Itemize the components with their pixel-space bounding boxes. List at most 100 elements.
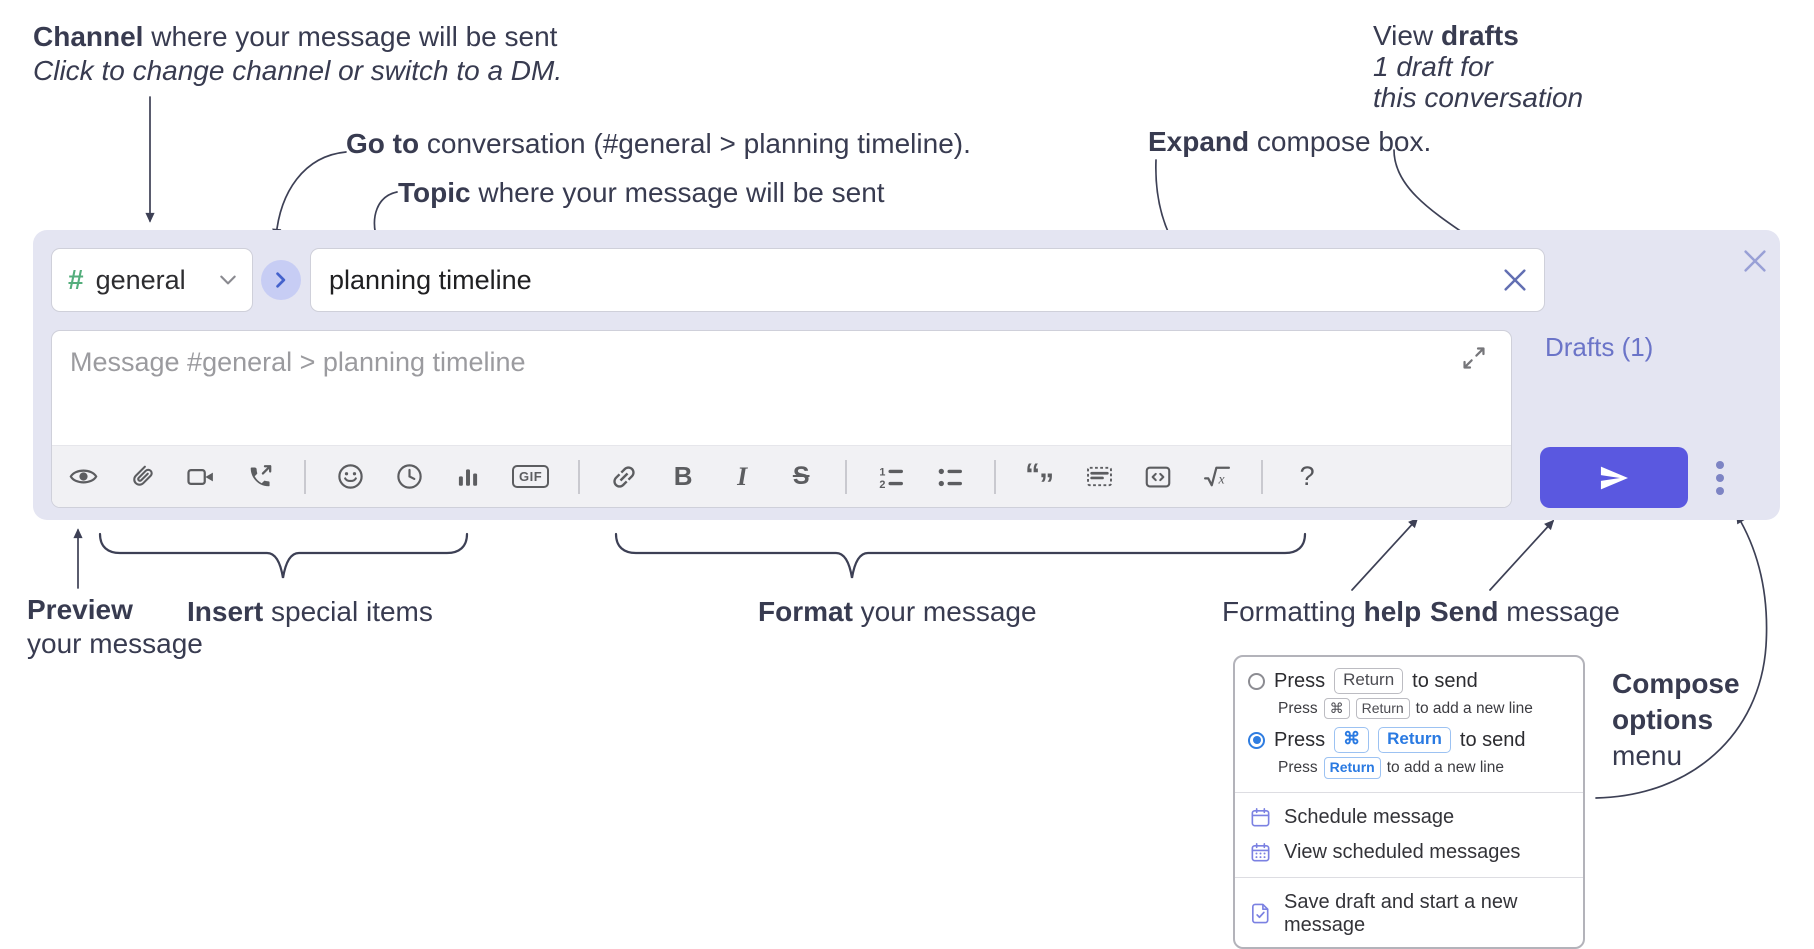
calendar-icon: [1251, 807, 1270, 827]
formatting-help-button[interactable]: ?: [1292, 461, 1322, 492]
strikethrough-icon: S: [792, 462, 810, 490]
annotation-send: Send message: [1430, 596, 1620, 627]
voice-call-button[interactable]: [245, 462, 275, 492]
italic-icon: I: [737, 461, 748, 491]
annotation-view-drafts: View drafts 1 draft for this conversatio…: [1373, 20, 1584, 113]
gif-button[interactable]: GIF: [512, 462, 550, 492]
numbered-list-icon: 1 2: [879, 466, 903, 491]
return-key: Return: [1355, 698, 1410, 720]
return-key: Return: [1323, 757, 1381, 779]
preview-button[interactable]: [68, 462, 98, 492]
annotation-compose-options: Compose options menu: [1612, 668, 1740, 771]
toolbar-divider: [304, 459, 306, 494]
compose-box: # general: [33, 230, 1780, 520]
link-icon: [613, 465, 635, 488]
channel-selector-button[interactable]: # general: [51, 248, 253, 312]
link-button[interactable]: [609, 462, 639, 492]
smiley-icon: [337, 464, 363, 489]
code-button[interactable]: [1143, 462, 1173, 492]
go-to-conversation-button[interactable]: [261, 260, 301, 300]
bold-button[interactable]: B: [668, 461, 698, 492]
annotation-goto: Go to conversation (#general > planning …: [346, 128, 971, 159]
annotation-preview: Preview your message: [27, 594, 203, 659]
return-key: Return: [1334, 668, 1404, 695]
annotation-channel-bold: Channel: [33, 21, 144, 52]
menu-item-view-scheduled[interactable]: View scheduled messages: [1235, 835, 1583, 870]
annotation-channel: Channel where your message will be sent …: [33, 20, 562, 88]
strikethrough-button[interactable]: S: [786, 462, 816, 492]
math-icon: x: [1204, 466, 1231, 487]
spoiler-icon: [1086, 466, 1112, 487]
toolbar-divider: [578, 459, 581, 494]
paperclip-icon: [133, 465, 153, 486]
compose-options-menu-button[interactable]: [1716, 461, 1724, 495]
emoji-button[interactable]: [335, 462, 365, 492]
annotation-help: Formatting help: [1222, 596, 1422, 627]
quote-button[interactable]: “”: [1025, 457, 1055, 501]
bar-chart-icon: [458, 468, 478, 486]
video-call-button[interactable]: [186, 462, 216, 492]
compose-options-menu: Press Return to send Press ⌘ Return to a…: [1233, 655, 1585, 949]
channel-hash-icon: #: [68, 264, 84, 295]
save-draft-icon: [1252, 903, 1269, 924]
ellipsis-dot: [1716, 474, 1724, 482]
svg-text:2: 2: [879, 479, 885, 491]
annotation-format: Format your message: [758, 596, 1037, 627]
topic-input-wrap: [310, 248, 1545, 312]
toolbar-divider: [845, 459, 848, 494]
poll-button[interactable]: [453, 462, 483, 492]
annotation-channel-line2: Click to change channel or switch to a D…: [33, 55, 563, 86]
annotation-expand: Expand compose box.: [1148, 126, 1432, 157]
paper-plane-icon: [1600, 466, 1628, 489]
attach-file-button[interactable]: [127, 462, 157, 492]
message-compose-area: GIF B I S: [51, 330, 1512, 508]
chevron-right-icon: [276, 272, 286, 288]
option-cmd-enter-sends[interactable]: Press ⌘ Return to send Press Return to a…: [1235, 725, 1583, 784]
gif-icon: GIF: [512, 465, 550, 488]
chevron-down-icon: [220, 275, 236, 285]
eye-icon: [69, 469, 97, 484]
return-key: Return: [1378, 727, 1451, 754]
radio-selected-icon[interactable]: [1248, 731, 1265, 749]
svg-text:1: 1: [879, 466, 885, 478]
menu-separator: [1235, 791, 1583, 793]
radio-unselected-icon[interactable]: [1248, 672, 1265, 690]
drafts-link[interactable]: Drafts (1): [1545, 332, 1654, 362]
annotation-topic: Topic where your message will be sent: [398, 177, 885, 208]
bulleted-list-button[interactable]: [935, 462, 965, 492]
message-input[interactable]: [52, 331, 1511, 445]
clear-topic-icon[interactable]: [1501, 266, 1529, 294]
cmd-key: ⌘: [1323, 698, 1350, 720]
question-mark-icon: ?: [1299, 461, 1315, 491]
video-camera-icon: [187, 468, 213, 485]
time-button[interactable]: [394, 462, 424, 492]
bulleted-list-icon: [938, 468, 962, 487]
clock-icon: [396, 464, 422, 489]
cmd-key: ⌘: [1334, 727, 1370, 754]
ellipsis-dot: [1716, 487, 1724, 495]
option-enter-sends[interactable]: Press Return to send Press ⌘ Return to a…: [1235, 666, 1583, 725]
menu-item-save-draft[interactable]: Save draft and start a new message: [1235, 885, 1583, 943]
expand-compose-icon[interactable]: [1461, 345, 1487, 371]
phone-call-icon: [250, 465, 271, 487]
toolbar-divider: [1261, 459, 1264, 494]
close-compose-icon[interactable]: [1740, 246, 1770, 276]
calendar-dates-icon: [1251, 842, 1270, 862]
menu-item-schedule-message[interactable]: Schedule message: [1235, 800, 1583, 835]
svg-text:x: x: [1218, 471, 1225, 486]
quote-icon: “”: [1025, 457, 1055, 501]
math-button[interactable]: x: [1202, 462, 1232, 492]
topic-input[interactable]: [310, 248, 1545, 312]
bold-icon: B: [673, 461, 693, 491]
compose-toolbar: GIF B I S: [52, 445, 1511, 507]
numbered-list-button[interactable]: 1 2: [876, 462, 906, 492]
annotation-channel-rest: where your message will be sent: [143, 21, 558, 52]
menu-separator: [1235, 876, 1583, 878]
code-icon: [1145, 466, 1171, 487]
italic-button[interactable]: I: [727, 462, 757, 492]
ellipsis-dot: [1716, 461, 1724, 469]
toolbar-divider: [994, 459, 997, 494]
send-button[interactable]: [1540, 447, 1688, 508]
spoiler-button[interactable]: [1084, 462, 1114, 492]
channel-name: general: [95, 264, 186, 295]
